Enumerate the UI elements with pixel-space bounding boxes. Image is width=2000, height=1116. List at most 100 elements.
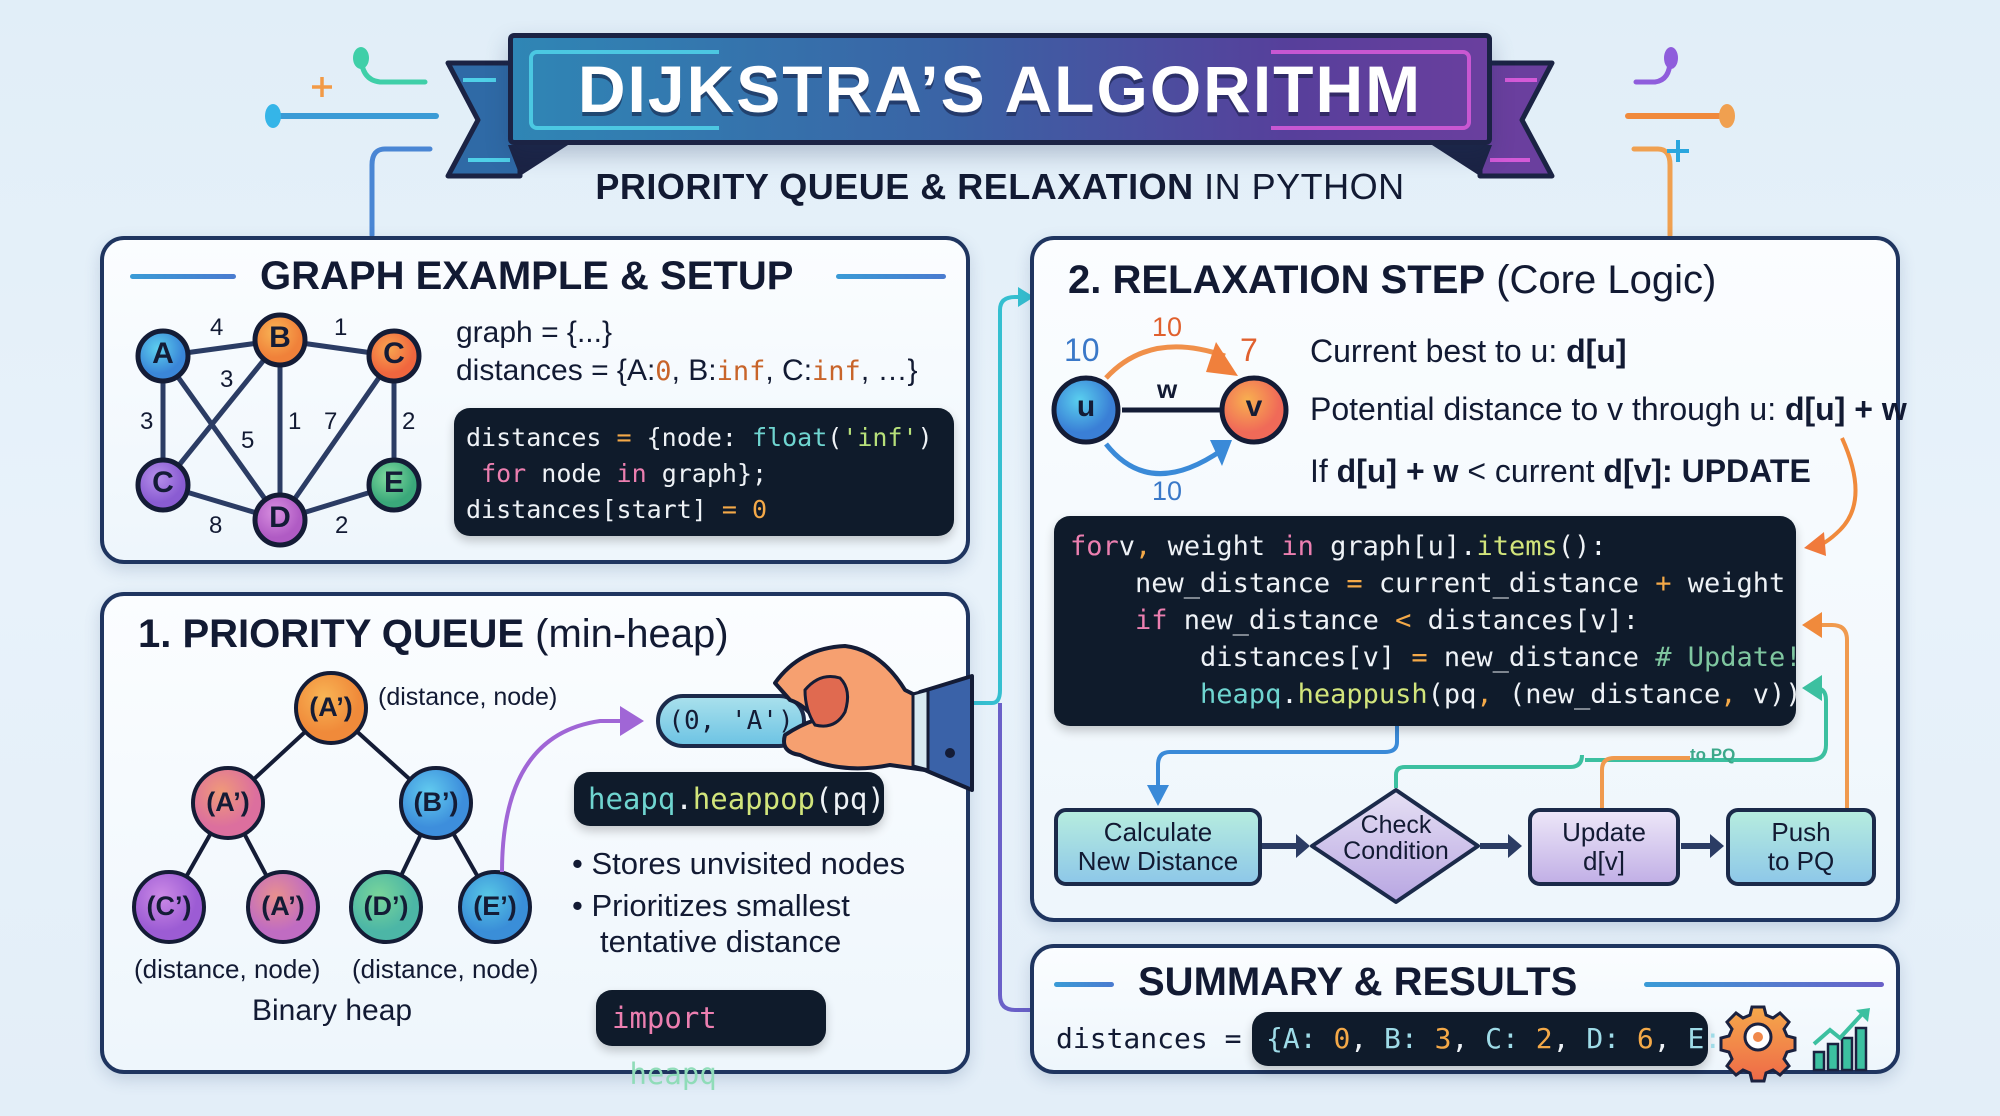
u-distance: 10: [1064, 332, 1100, 368]
result-node: D:: [1586, 1022, 1637, 1055]
heap-node-label: (A’): [261, 891, 305, 921]
heap-node-label: (C’): [146, 891, 192, 921]
bullet-text: Stores unvisited nodes: [591, 846, 906, 881]
explain-line-1: Current best to u: d[u]: [1310, 333, 1627, 370]
banner-accent-right: [1271, 50, 1471, 130]
code-token: new_distance: [1167, 605, 1396, 636]
code-token: distances[start]: [466, 495, 722, 524]
code-token: new_distance: [1135, 568, 1347, 599]
code-token: weight: [1151, 531, 1282, 562]
code-token: <: [1395, 605, 1412, 636]
result-node: C:: [1485, 1022, 1536, 1055]
graph-node-label: E: [383, 466, 404, 499]
code-token: heapq: [1200, 679, 1282, 710]
heap-node-label: (B’): [413, 787, 459, 817]
code-token: ,: [1135, 531, 1152, 562]
heap-node-label: (A’): [309, 692, 353, 722]
code-token: ,: [1720, 679, 1737, 710]
code-line: if new_distance < distances[v]:: [1070, 602, 1780, 639]
code-line-2: for node in graph};: [466, 456, 942, 492]
pq-bullet-1: • Stores unvisited nodes: [572, 846, 906, 881]
code-token: current_distance: [1362, 568, 1656, 599]
title-banner: DIJKSTRA’S ALGORITHM: [508, 33, 1492, 145]
explain-line-3: If d[u] + w < current d[v]: UPDATE: [1310, 453, 1811, 490]
heap-left-note: (distance, node): [134, 954, 321, 984]
relax-title-bold: 2. RELAXATION STEP: [1068, 258, 1486, 302]
code-token: ,: [1350, 1022, 1385, 1055]
code-line: heapq.heappush(pq, (new_distance, v)): [1070, 676, 1802, 713]
heap-caption: Binary heap: [252, 994, 413, 1027]
dist-b-value: inf: [716, 356, 766, 387]
explain-text: Current best to u:: [1310, 333, 1567, 369]
result-distance: 2: [1535, 1022, 1553, 1055]
code-token: for: [481, 459, 527, 488]
explain-text: Potential distance to v through u:: [1310, 391, 1785, 427]
flow-label: Update d[v]: [1562, 817, 1646, 876]
code-token: new_distance: [1427, 642, 1656, 673]
graph-example-panel: GRAPH EXAMPLE & SETUP graph = {...} dist…: [100, 236, 970, 564]
pq-title-light: (min-heap): [524, 612, 729, 656]
v-label: v: [1245, 390, 1263, 423]
code-token: items: [1476, 531, 1558, 562]
flow-step-update: Update d[v]: [1528, 808, 1680, 886]
heading-rule-right: [836, 274, 946, 279]
summary-label: distances =: [1056, 1022, 1259, 1055]
subtitle-bold-1: PRIORITY QUEUE: [595, 166, 910, 207]
code-token: float: [752, 423, 828, 452]
code-line-3: distances[start] = 0: [466, 492, 942, 528]
code-token: in: [1281, 531, 1314, 562]
code-token: [737, 495, 752, 524]
v-distance: 7: [1240, 332, 1258, 368]
heading-rule-left: [130, 274, 236, 279]
code-token: ,: [1552, 1022, 1587, 1055]
code-token: .: [675, 782, 693, 816]
code-token: .: [1281, 679, 1298, 710]
result-node: E:: [1687, 1022, 1739, 1055]
edge-weight-a-d: 5: [241, 427, 255, 454]
graph-node-label: C: [152, 466, 174, 499]
explain-bold: d[v]: UPDATE: [1603, 453, 1811, 489]
code-token: +: [1655, 568, 1672, 599]
code-token: if: [1135, 605, 1168, 636]
code-token: (: [827, 423, 843, 452]
pq-panel-title: 1. PRIORITY QUEUE (min-heap): [138, 612, 729, 657]
code-token: in: [616, 459, 647, 488]
summary-results-code: {A: 0, B: 3, C: 2, D: 6, E: 7}: [1252, 1012, 1772, 1066]
code-token: heapq: [588, 782, 676, 816]
top-arc-value: 10: [1152, 312, 1183, 342]
graph-node-label: D: [269, 501, 291, 534]
code-token: }: [1754, 1022, 1772, 1055]
result-distance: 7: [1738, 1022, 1755, 1055]
page-subtitle: PRIORITY QUEUE & RELAXATION IN PYTHON: [0, 166, 2000, 208]
code-token: distances[v]: [1200, 642, 1412, 673]
relax-panel-title: 2. RELAXATION STEP (Core Logic): [1068, 258, 1716, 303]
w-label: w: [1157, 374, 1178, 404]
graph-assignment: graph = {...}: [456, 316, 612, 349]
dist-sep-2: , C:: [765, 354, 813, 387]
code-token: # Update!: [1655, 642, 1802, 673]
graph-node-label: A: [152, 337, 174, 370]
code-token: 0: [752, 495, 768, 524]
code-token: [466, 459, 481, 488]
code-indent: [1070, 605, 1135, 636]
explain-line-2: Potential distance to v through u: d[u] …: [1310, 391, 1907, 428]
subtitle-amp: &: [909, 166, 958, 207]
pq-bullet-2-cont: tentative distance: [600, 924, 842, 959]
bullet-text: Prioritizes smallest: [591, 888, 850, 923]
code-token: ():: [1557, 531, 1607, 562]
bottom-arc-value: 10: [1152, 476, 1183, 506]
heap-node-label: (E’): [473, 891, 517, 921]
dist-a-value: 0: [655, 356, 672, 387]
code-token: (pq: [1427, 679, 1477, 710]
edge-weight-b-c: 1: [334, 314, 348, 341]
explain-text: < current: [1458, 453, 1604, 489]
code-token: for: [1070, 531, 1119, 562]
code-token: v: [1118, 531, 1136, 562]
code-token: 'inf': [842, 423, 918, 452]
distances-init-code: distances = {node: float('inf') for node…: [454, 408, 954, 536]
pq-title-bold: 1. PRIORITY QUEUE: [138, 612, 525, 656]
page-title: DIJKSTRA’S ALGORITHM: [577, 52, 1423, 126]
code-token: v)): [1736, 679, 1802, 710]
edge-weight-b-d: 1: [288, 408, 302, 435]
code-indent: [1070, 679, 1200, 710]
